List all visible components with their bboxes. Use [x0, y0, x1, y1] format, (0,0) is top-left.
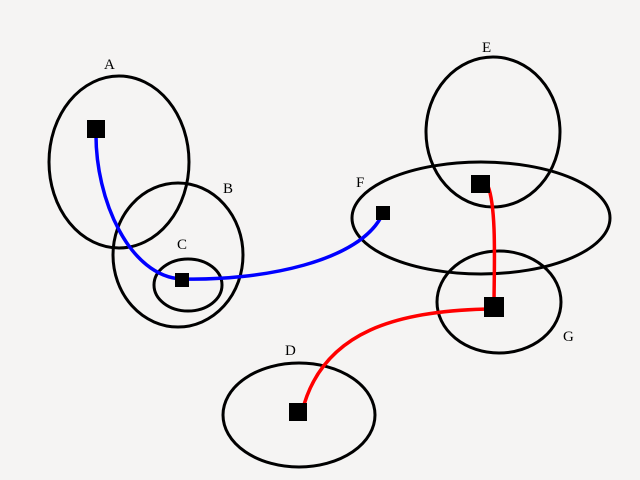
label-f: F — [356, 175, 364, 191]
label-g: G — [563, 329, 574, 345]
path-c-to-f — [180, 211, 385, 281]
node-f — [376, 206, 390, 220]
region-d-ellipse — [221, 361, 377, 469]
label-e: E — [482, 40, 491, 56]
region-c-ellipse — [152, 257, 224, 313]
node-a — [87, 120, 105, 138]
region-e-ellipse — [424, 55, 562, 209]
label-a: A — [104, 57, 115, 73]
label-b: B — [223, 181, 233, 197]
node-c — [175, 273, 189, 287]
path-a-to-c — [94, 130, 184, 281]
region-g-ellipse — [435, 249, 563, 355]
node-d — [289, 403, 307, 421]
region-b-ellipse — [111, 181, 245, 329]
label-d: D — [285, 343, 296, 359]
node-g — [484, 297, 504, 317]
region-f-ellipse — [350, 160, 612, 276]
path-e-to-g — [486, 184, 497, 309]
node-e — [471, 175, 490, 193]
label-c: C — [177, 237, 187, 253]
region-a-ellipse — [47, 74, 191, 250]
path-g-to-d — [300, 307, 495, 414]
